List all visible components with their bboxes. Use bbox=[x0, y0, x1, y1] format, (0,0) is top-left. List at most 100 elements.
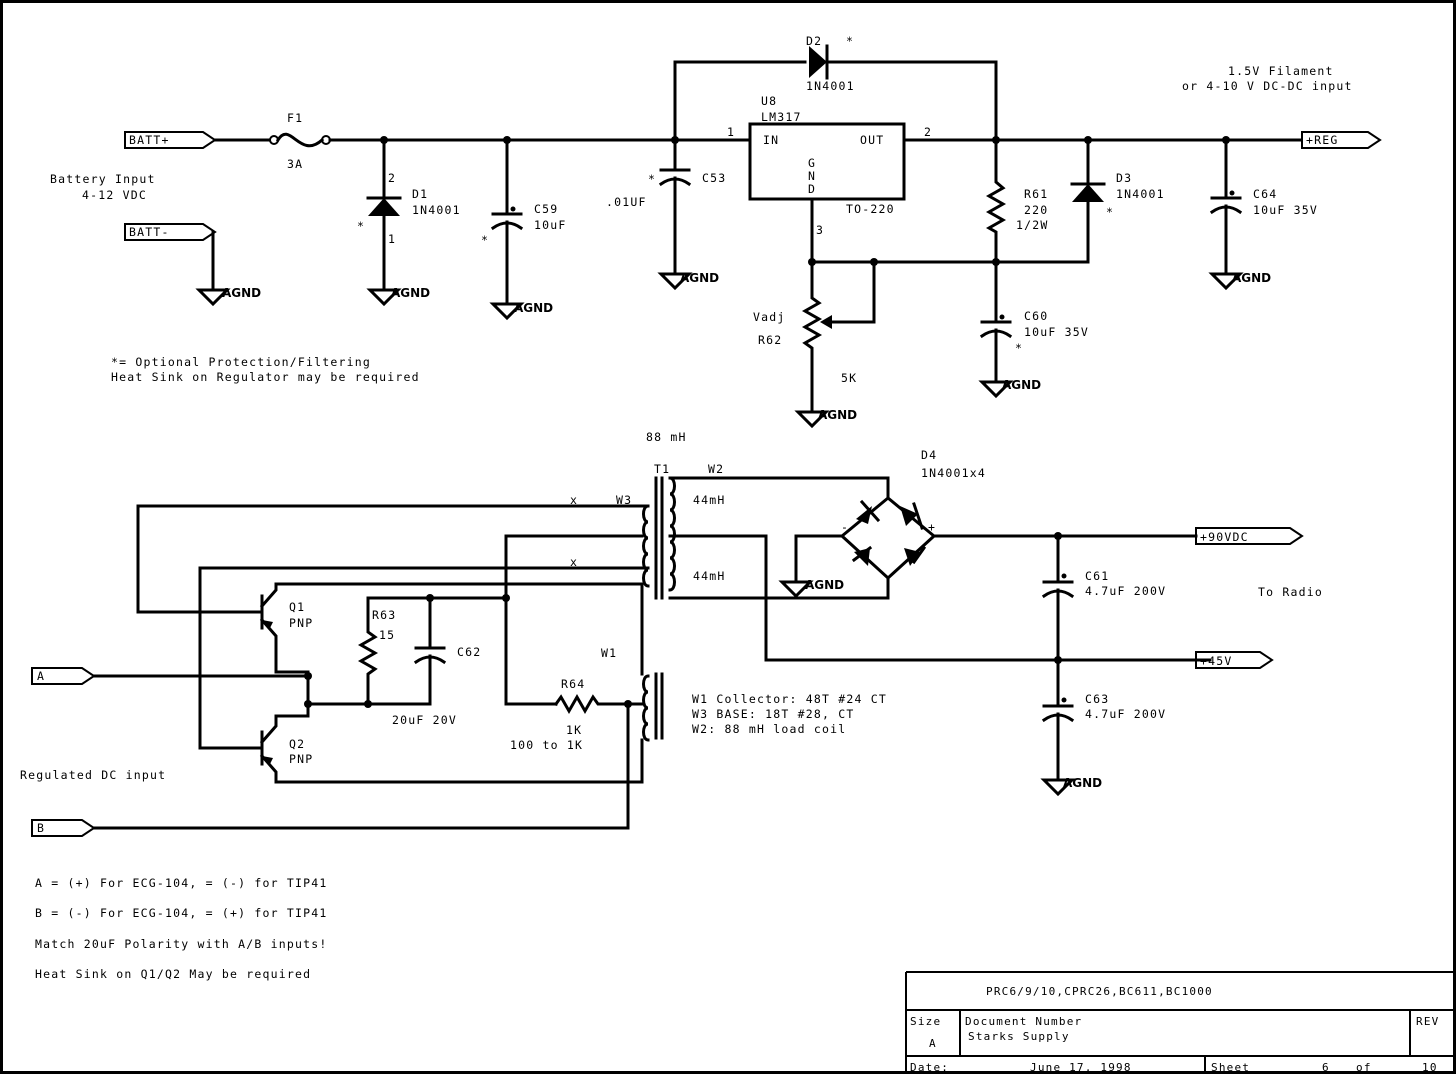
diode-d1 bbox=[366, 136, 402, 280]
c59-value: 10uF bbox=[534, 218, 567, 232]
c64-ref: C64 bbox=[1253, 187, 1277, 201]
q1-type: PNP bbox=[289, 616, 313, 630]
u8-pin-adj: 3 bbox=[816, 223, 824, 237]
rev-label: REV bbox=[1416, 1015, 1439, 1028]
w2-coil bbox=[668, 476, 676, 592]
winding-note: W3 BASE: 18T #28, CT bbox=[692, 707, 854, 721]
c62-ref: C62 bbox=[457, 645, 481, 659]
r62-value: 5K bbox=[841, 371, 857, 385]
resistor-r63 bbox=[357, 596, 379, 706]
u8-out: OUT bbox=[860, 133, 884, 147]
regulator-section: BATT+ BATT- AGND Battery Input 4-12 VDC … bbox=[50, 34, 1382, 428]
u8-pin-out: 2 bbox=[924, 125, 932, 139]
optional-mark: * bbox=[1015, 341, 1023, 355]
of-label: of bbox=[1356, 1061, 1372, 1074]
d1-ref: D1 bbox=[412, 187, 428, 201]
potentiometer-r62 bbox=[801, 260, 823, 402]
optional-mark: * bbox=[481, 233, 489, 247]
battery-input-label: Battery Input bbox=[50, 172, 156, 186]
r61-power: 1/2W bbox=[1016, 218, 1049, 232]
d1-pin-bottom: 1 bbox=[388, 232, 396, 246]
to-radio: To Radio bbox=[1258, 585, 1323, 599]
q1-ref: Q1 bbox=[289, 600, 305, 614]
t1-ref: T1 bbox=[654, 462, 670, 476]
optional-mark: * bbox=[846, 34, 854, 48]
r64-ref: R64 bbox=[561, 677, 585, 691]
t1-inductance: 88 mH bbox=[646, 430, 687, 444]
f1-value: 3A bbox=[287, 157, 303, 171]
size-label: Size bbox=[910, 1015, 941, 1028]
heat-sink-note: Heat Sink on Regulator may be required bbox=[111, 370, 420, 384]
note-line: A = (+) For ECG-104, = (-) for TIP41 bbox=[35, 876, 327, 890]
transistor-q1 bbox=[259, 582, 644, 706]
w3-coil bbox=[642, 504, 650, 588]
regulated-input-label: Regulated DC input bbox=[20, 768, 166, 782]
date-value: June 17, 1998 bbox=[1030, 1061, 1132, 1074]
title-text: PRC6/9/10,CPRC26,BC611,BC1000 bbox=[986, 985, 1213, 998]
u8-package: TO-220 bbox=[846, 202, 895, 216]
bridge-minus: - bbox=[841, 520, 849, 534]
bridge-plus: + bbox=[928, 520, 936, 534]
capacitor-c62 bbox=[413, 596, 447, 706]
v90-label: +90VDC bbox=[1200, 530, 1249, 544]
agnd-label: AGND bbox=[805, 578, 844, 592]
c64-value: 10uF 35V bbox=[1253, 203, 1318, 217]
v45-port bbox=[1195, 651, 1274, 669]
v90-port bbox=[1195, 527, 1304, 545]
u8-gnd-d: D bbox=[808, 182, 816, 196]
c61-ref: C61 bbox=[1085, 569, 1109, 583]
title-block: PRC6/9/10,CPRC26,BC611,BC1000 Size A Doc… bbox=[905, 971, 1454, 1074]
reg-port bbox=[1301, 131, 1382, 149]
regulator-u8 bbox=[748, 122, 906, 201]
sheet-label: Sheet bbox=[1211, 1061, 1250, 1074]
w3-ref: W3 bbox=[616, 493, 632, 507]
q2-type: PNP bbox=[289, 752, 313, 766]
c53-value: .01UF bbox=[606, 195, 647, 209]
r62-ref: R62 bbox=[758, 333, 782, 347]
agnd-label: AGND bbox=[680, 271, 719, 285]
r63-value: 15 bbox=[379, 628, 395, 642]
optional-mark: * bbox=[648, 172, 656, 186]
docnum-value: Starks Supply bbox=[968, 1030, 1070, 1043]
capacitor-c59 bbox=[490, 136, 524, 294]
sheet-value: 6 bbox=[1322, 1061, 1330, 1074]
x-mark: x bbox=[570, 493, 578, 507]
batt-plus-port bbox=[124, 131, 217, 149]
optional-mark: * bbox=[357, 219, 365, 233]
c60-ref: C60 bbox=[1024, 309, 1048, 323]
c63-ref: C63 bbox=[1085, 692, 1109, 706]
capacitor-c63 bbox=[1041, 658, 1075, 770]
w2-ref: W2 bbox=[708, 462, 724, 476]
diode-d2 bbox=[809, 44, 829, 80]
transistor-q2 bbox=[259, 702, 644, 784]
winding-note: W2: 88 mH load coil bbox=[692, 722, 846, 736]
r61-ref: R61 bbox=[1024, 187, 1048, 201]
agnd-label: AGND bbox=[1063, 776, 1102, 790]
diode-d3 bbox=[1070, 138, 1106, 264]
c53-ref: C53 bbox=[702, 171, 726, 185]
t1-lower-label: 44mH bbox=[693, 569, 726, 583]
agnd-label: AGND bbox=[1232, 271, 1271, 285]
u8-gnd-g: G bbox=[808, 156, 816, 170]
agnd-label: AGND bbox=[391, 286, 430, 300]
note-line: Match 20uF Polarity with A/B inputs! bbox=[35, 937, 327, 951]
batt-plus-label: BATT+ bbox=[129, 133, 170, 147]
resistor-r64 bbox=[553, 693, 644, 715]
reg-label: +REG bbox=[1306, 133, 1339, 147]
x-mark: x bbox=[570, 555, 578, 569]
note-line: Heat Sink on Q1/Q2 May be required bbox=[35, 967, 311, 981]
winding-note: W1 Collector: 48T #24 CT bbox=[692, 692, 887, 706]
battery-range-label: 4-12 VDC bbox=[82, 188, 147, 202]
c62-value: 20uF 20V bbox=[392, 713, 457, 727]
fuse-f1 bbox=[269, 132, 331, 148]
c61-value: 4.7uF 200V bbox=[1085, 584, 1166, 598]
f1-ref: F1 bbox=[287, 111, 303, 125]
agnd-label: AGND bbox=[222, 286, 261, 300]
b-port bbox=[31, 819, 96, 837]
c63-value: 4.7uF 200V bbox=[1085, 707, 1166, 721]
w1-coil bbox=[654, 672, 664, 740]
c59-ref: C59 bbox=[534, 202, 558, 216]
a-label: A bbox=[37, 669, 45, 683]
d4-value: 1N4001x4 bbox=[921, 466, 986, 480]
